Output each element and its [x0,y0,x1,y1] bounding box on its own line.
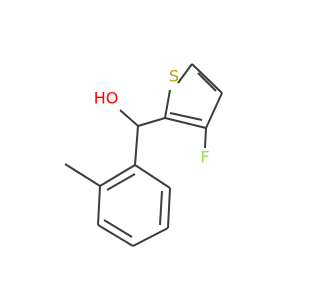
structure-canvas: S HO F [64,63,223,247]
bond-c5-c4-double [197,72,217,92]
bond-c2-ch [137,117,166,127]
bond-p4-p5 [97,224,134,247]
bond-ch-oh [119,109,139,127]
bond-s-c5 [177,63,193,84]
bond-c5-c4 [191,63,223,94]
bond-ch-phenyl [134,125,139,166]
chemical-structure-diagram: S HO F [64,63,223,247]
bond-c4-c3 [205,92,223,129]
bond-p4-p5-double [103,219,133,238]
bond-p5-p6 [97,185,101,226]
bond-c3-c2-double [169,112,203,121]
bond-p3-p4 [132,227,169,247]
thiophene-ring [164,63,223,129]
bond-c2-s [164,89,171,119]
bond-c3-f [204,127,207,149]
bond-p6-methyl [64,163,101,187]
bond-c3-c2 [164,117,207,129]
fluorine-label: F [200,148,209,167]
sulfur-label: S [169,67,179,86]
bond-p6-p1 [99,164,136,187]
tolyl-ring [97,164,171,247]
bond-p2-p3 [167,187,171,229]
bond-p1-p2 [134,164,171,189]
hydroxyl-label: HO [94,89,119,108]
bond-p6-p1-double [106,173,136,191]
bond-p2-p3-double [159,190,163,226]
